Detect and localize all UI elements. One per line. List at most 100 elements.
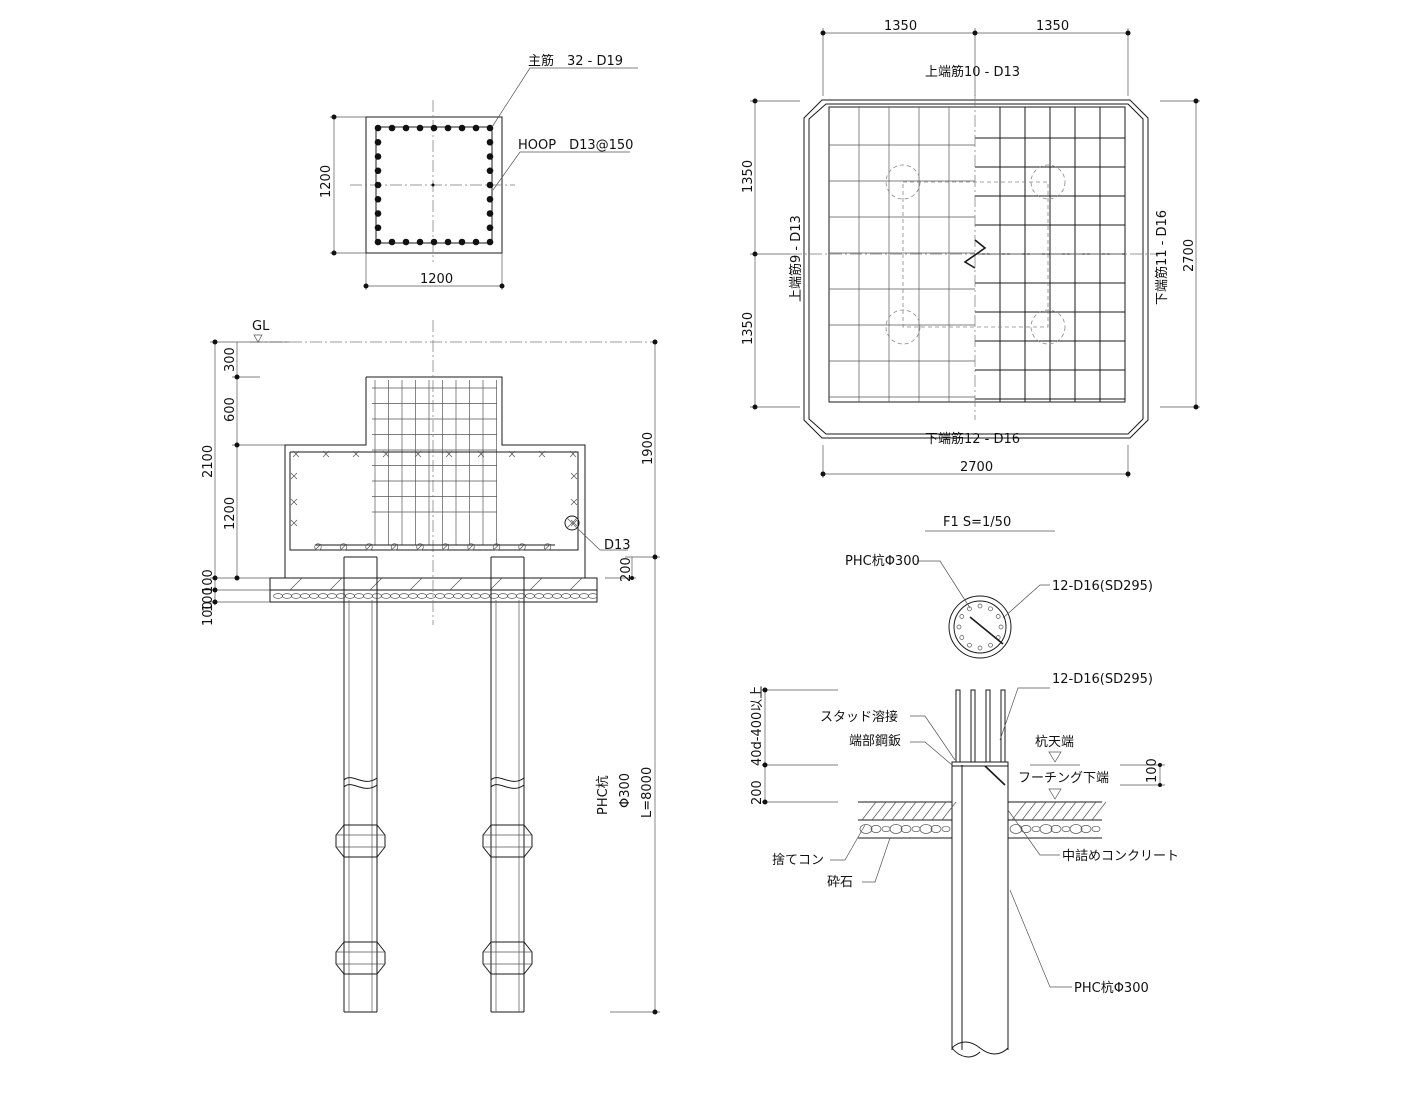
d13-label: D13 — [604, 538, 631, 553]
stone — [1031, 825, 1041, 833]
hatch-line — [1071, 801, 1087, 821]
hatch-line — [1091, 801, 1107, 821]
dim-200: 200 — [619, 557, 634, 582]
hatch-line — [1041, 801, 1057, 821]
rebar-dot — [374, 181, 382, 189]
stone — [291, 593, 301, 599]
gravel-label: 砕石 — [827, 875, 853, 890]
rebar-dot — [402, 124, 410, 132]
plan-dim-bottom: 2700 — [960, 460, 993, 475]
pile-bar — [959, 614, 965, 619]
stone — [354, 593, 364, 599]
pile-bar — [995, 614, 1001, 619]
bar-x — [445, 450, 453, 458]
rebar-dot — [486, 181, 494, 189]
hatch-line — [941, 801, 957, 821]
pile-bars — [956, 603, 1004, 651]
stone — [534, 593, 544, 599]
dowel-bar — [970, 689, 976, 763]
stone — [859, 824, 873, 834]
bar-x — [477, 450, 485, 458]
bar-section-slash — [518, 543, 526, 551]
rebar-dot — [430, 238, 438, 246]
pile-bar — [959, 635, 965, 640]
bar-x — [322, 450, 330, 458]
hoop-label: HOOP D13@150 — [518, 138, 633, 153]
stone — [561, 593, 571, 599]
bar-section — [390, 543, 399, 551]
bar-section-slash — [365, 543, 373, 551]
stone — [507, 593, 517, 599]
bar-x — [569, 450, 577, 458]
top-bar-y-label: 上端筋9 - D13 — [788, 215, 804, 302]
rebar-dot — [458, 238, 466, 246]
rebar-dot — [374, 124, 382, 132]
hatch-line — [931, 801, 947, 821]
hatch — [569, 577, 583, 591]
bar-x — [508, 450, 516, 458]
stone — [570, 593, 580, 599]
dowel-bar — [1000, 689, 1006, 763]
plan-dim-top-left: 1350 — [884, 19, 917, 34]
bar-section — [416, 543, 424, 551]
stud-label: スタッド溶接 — [820, 709, 898, 725]
stone — [282, 593, 292, 599]
plan-outline-outer — [803, 99, 1149, 439]
stone — [399, 593, 409, 599]
rebar-dot — [388, 238, 396, 246]
pile-bar — [977, 603, 983, 609]
phc-piles — [335, 556, 533, 1013]
dim-300: 300 — [223, 347, 238, 372]
pile-label: PHC杭 — [596, 775, 611, 815]
bar-x — [382, 450, 390, 458]
rebar-dot — [416, 238, 424, 246]
break-line — [343, 777, 378, 782]
column-rebar — [372, 380, 497, 545]
rebar-dot — [374, 153, 382, 160]
footing-plan: 1350 1350 上端筋10 - D13 1350 1350 上端筋9 - D… — [741, 19, 1200, 478]
bar-x — [290, 472, 298, 480]
hatch-line — [1081, 801, 1097, 821]
bar-section — [492, 543, 501, 551]
stone — [1091, 825, 1101, 833]
rebar-dot — [486, 224, 494, 232]
stone — [381, 593, 391, 599]
stone — [408, 593, 418, 599]
stone — [300, 593, 310, 599]
hatch-line — [1031, 801, 1047, 821]
stone — [435, 593, 445, 599]
pile-bar — [956, 624, 962, 630]
bar-x — [570, 519, 578, 527]
bars-label-1: 12-D16(SD295) — [1052, 579, 1153, 594]
rebar-dot — [486, 195, 494, 203]
top-bar-x-label: 上端筋10 - D13 — [925, 64, 1020, 80]
stone — [363, 593, 373, 599]
pile-bar — [977, 645, 983, 651]
hatch-line — [891, 801, 907, 821]
bar-section-slash — [442, 543, 449, 551]
dim-1200: 1200 — [223, 497, 238, 530]
hatch-line — [1021, 801, 1037, 821]
bar-section — [339, 543, 348, 551]
pile-bar — [988, 642, 993, 648]
rebar-dot — [486, 238, 494, 246]
main-bar-label: 主筋 32 - D19 — [528, 53, 623, 69]
rebar-dot — [486, 167, 494, 175]
stone — [900, 825, 912, 833]
rebar-dot — [486, 124, 494, 132]
hatch-line — [1061, 801, 1077, 821]
bar-x — [538, 450, 546, 458]
rebar-dot — [402, 238, 410, 246]
hatch-line — [861, 801, 877, 821]
pile-joint — [482, 941, 533, 975]
stone — [1050, 825, 1062, 833]
bar-section — [441, 543, 450, 551]
stone — [919, 824, 933, 834]
pile-dia-label: Φ300 — [618, 773, 633, 808]
phc-bottom-label: PHC杭Φ300 — [1074, 981, 1149, 996]
stone — [309, 593, 319, 599]
stone — [579, 593, 589, 599]
stone — [318, 593, 328, 599]
center-dot — [431, 183, 435, 187]
